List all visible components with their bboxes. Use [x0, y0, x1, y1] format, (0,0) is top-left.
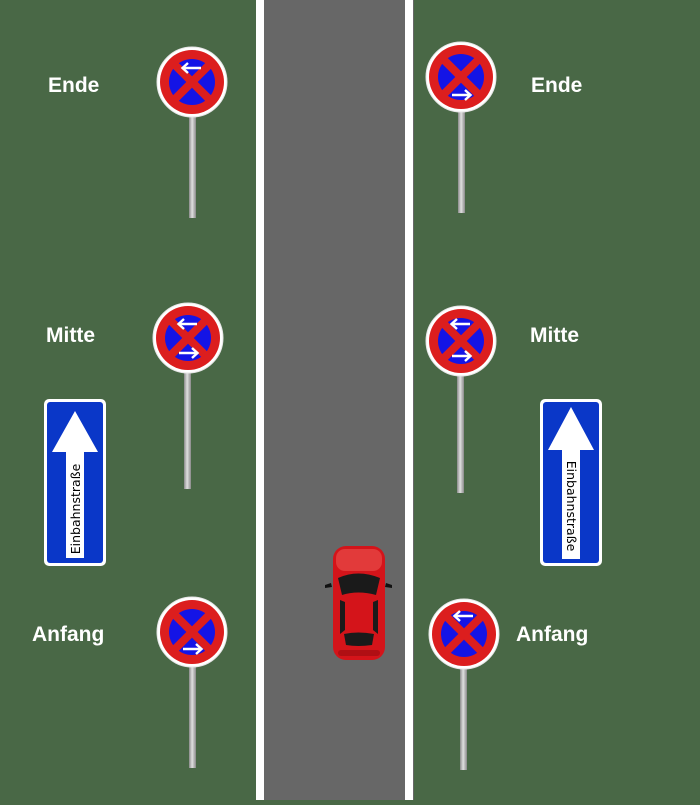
zone-label-end-right: Ende	[531, 74, 583, 97]
road	[256, 0, 414, 800]
pole	[460, 665, 467, 770]
road-edge-line-right	[405, 0, 413, 800]
pole	[189, 660, 196, 768]
no-stopping-sign-icon	[429, 599, 499, 669]
zone-label-end-left: Ende	[48, 74, 100, 97]
zone-label-start-right: Anfang	[516, 623, 589, 646]
red-car-icon	[325, 546, 392, 660]
zone-label-middle-left: Mitte	[46, 324, 95, 347]
zone-label-start-left: Anfang	[32, 623, 105, 646]
pole	[184, 365, 191, 489]
road-surface	[256, 0, 414, 800]
pole	[457, 368, 464, 493]
no-stopping-sign-icon	[153, 303, 223, 373]
oneway-sign-text: Einbahnstraße	[564, 461, 579, 552]
pole	[189, 110, 196, 218]
oneway-sign-text: Einbahnstraße	[68, 463, 83, 554]
no-stopping-sign-icon	[157, 47, 227, 117]
up-arrow-icon	[52, 411, 98, 558]
up-arrow-icon	[548, 407, 594, 559]
no-stopping-sign-icon	[157, 597, 227, 667]
zone-label-middle-right: Mitte	[530, 324, 579, 347]
pole	[458, 105, 465, 213]
road-edge-line-left	[256, 0, 264, 800]
sign-poles	[184, 105, 467, 770]
no-stopping-sign-icon	[426, 42, 496, 112]
oneway-sign-right: Einbahnstraße	[540, 399, 602, 566]
no-stopping-sign-icon	[426, 306, 496, 376]
oneway-sign-left: Einbahnstraße	[44, 399, 106, 566]
